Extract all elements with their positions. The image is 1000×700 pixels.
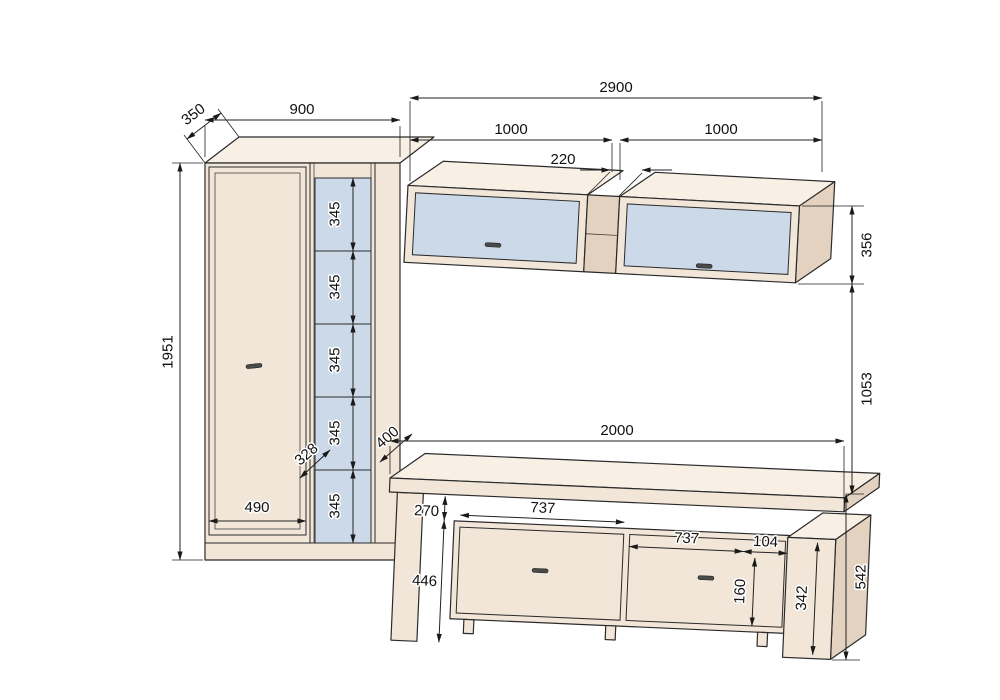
left-drawer-handle-icon (531, 568, 549, 574)
right-drawer-width-dim-label: 737 (674, 529, 700, 547)
pedestal-height-dimension: 342 (791, 542, 820, 656)
top-gap-dimension: 270 (412, 495, 448, 522)
stand-width-dimension: 2000 (389, 421, 845, 500)
shelf-height-dim-label: 345 (326, 274, 343, 299)
top-gap-dim-label: 270 (414, 502, 440, 520)
total-height-dimension: 1951 (158, 162, 203, 561)
wardrobe (204, 136, 435, 561)
right-end-height-dim-label: 542 (852, 564, 869, 589)
right-cabinet-width-dim-label: 1000 (704, 121, 737, 138)
right-drawer-width-dimension: 737 (628, 528, 744, 554)
cabinet-gap-dim-label: 220 (550, 151, 575, 168)
left-cabinet-glass-door (411, 192, 580, 264)
wardrobe-width-dimension: 900 (204, 100, 401, 157)
stand-foot (604, 624, 617, 641)
wall-cabinet-height-dimension: 356 (798, 205, 877, 285)
shelf-height-dim-label: 345 (326, 347, 343, 372)
right-end-height-dimension: 542 (832, 493, 871, 661)
pedestal-front (781, 536, 837, 660)
left-cabinet-width-dimension: 1000 (409, 120, 613, 172)
left-drawer-front (455, 526, 625, 621)
wardrobe-door (208, 166, 307, 536)
wardrobe-width-dim-label: 900 (289, 101, 314, 118)
stand-width-dim-label: 2000 (600, 422, 633, 439)
total-height-dim-label: 1951 (159, 335, 176, 368)
stand-foot (756, 631, 769, 648)
end-gap-width-dim-label: 104 (753, 533, 779, 551)
left-drawer-width-dim-label: 737 (530, 499, 556, 517)
end-gap-width-dimension: 104 (742, 531, 788, 556)
door-width-dimension: 490 (208, 498, 307, 524)
drawer-front-height-dim-label: 160 (731, 579, 749, 605)
wall-cabinets (403, 160, 836, 284)
stand-foot (462, 618, 475, 635)
left-cabinet-width-dim-label: 1000 (494, 121, 527, 138)
right-cabinet-glass-door (623, 203, 792, 275)
shelf-height-dim-label: 345 (326, 420, 343, 445)
shelf-height-dimensions: 345 345 345 345 345 (325, 177, 356, 544)
cabinet-gap-dimension: 220 (549, 150, 672, 197)
shelf-height-dim-label: 345 (326, 493, 343, 518)
left-drawer-width-dimension: 737 (459, 498, 625, 525)
wardrobe-door-handle-icon (245, 363, 263, 369)
pedestal-height-dim-label: 342 (793, 585, 811, 611)
wardrobe-depth-dim-label: 350 (178, 100, 208, 129)
door-width-dim-label: 490 (244, 499, 269, 516)
right-cabinet-width-dimension: 1000 (619, 120, 823, 180)
middle-clearance-dim-label: 1053 (858, 372, 875, 405)
shelf-height-dim-label: 345 (326, 201, 343, 226)
wall-section-width-dimension: 2900 (409, 78, 823, 181)
middle-clearance-dimension: 1053 (846, 283, 877, 495)
wall-section-width-dim-label: 2900 (599, 79, 632, 96)
wall-cabinet-height-dim-label: 356 (858, 232, 875, 257)
shelf-glass-panel (314, 469, 372, 544)
wardrobe-door-inner-panel (214, 172, 301, 530)
stand-body-height-dimension: 446 (410, 519, 447, 643)
cabinet-gap-shelf-line (585, 233, 618, 236)
left-cabinet-handle-icon (484, 242, 502, 248)
tv-stand: 737 737 104 270 446 160 342 (388, 452, 881, 660)
right-drawer-handle-icon (697, 575, 715, 581)
drawer-front-height-dimension: 160 (730, 557, 758, 627)
stand-body-height-dim-label: 446 (412, 572, 438, 590)
right-drawer-front (625, 533, 787, 628)
right-cabinet-handle-icon (695, 263, 713, 269)
